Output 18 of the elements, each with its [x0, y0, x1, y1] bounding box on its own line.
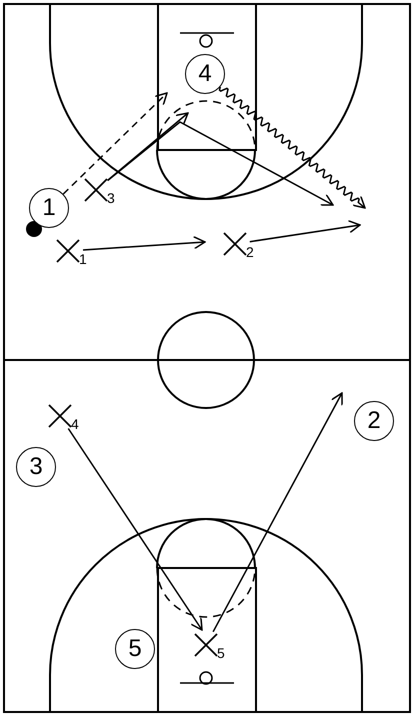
movement-arrow: [250, 220, 361, 242]
offense-player-circle: 4: [185, 54, 225, 94]
offense-player-circle: 2: [354, 401, 394, 441]
movement-arrow: [82, 236, 206, 251]
movement-arrow: [107, 121, 334, 206]
movement-arrow: [212, 392, 343, 632]
offense-player-circle: 1: [29, 188, 69, 228]
player-number: 2: [246, 245, 254, 259]
dribble-arrow: [218, 86, 366, 209]
player-number: 1: [79, 252, 87, 266]
player-number: 3: [107, 191, 115, 205]
player-number: 4: [71, 417, 79, 431]
movement-arrow: [107, 112, 189, 181]
movement-arrow: [68, 428, 203, 631]
pass-arrow: [62, 92, 168, 195]
offense-player-circle: 5: [115, 629, 155, 669]
offense-player-circle: 3: [16, 447, 56, 487]
player-number: 5: [217, 646, 225, 660]
